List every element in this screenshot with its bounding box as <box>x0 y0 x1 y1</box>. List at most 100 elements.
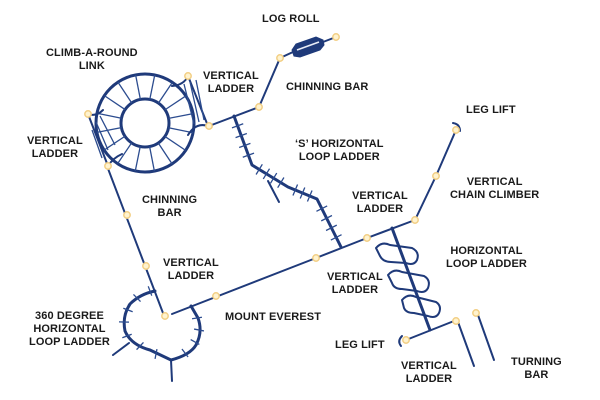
climb-a-round-rung <box>157 81 173 104</box>
360-loop-rung <box>191 316 203 320</box>
climb-a-round-rung <box>117 81 133 104</box>
360-loop-leg-left <box>112 342 130 356</box>
360-loop-rung <box>193 328 205 332</box>
chinning-bar-top <box>258 57 281 108</box>
label-chinning-bar-left: CHINNING BAR <box>142 194 198 219</box>
climb-a-round-outer-ring <box>94 72 196 174</box>
360-loop-rung <box>181 348 189 358</box>
climb-a-round-right-wing <box>171 75 209 136</box>
s-ladder-rung <box>320 214 333 222</box>
climb-a-round-rung <box>164 135 187 151</box>
connector-node <box>184 72 192 80</box>
connector-node <box>205 122 213 130</box>
label-vertical-ladder-bottom: VERTICAL LADDER <box>401 360 457 385</box>
label-mount-everest: MOUNT EVEREST <box>225 311 322 323</box>
label-vertical-ladder-left: VERTICAL LADDER <box>27 135 83 160</box>
s-ladder-rung <box>231 123 244 129</box>
connector-node <box>276 54 284 62</box>
s-ladder-rung <box>277 177 285 189</box>
chinning-bar-left <box>106 165 164 314</box>
connector-node <box>161 312 169 320</box>
connector-node <box>142 262 150 270</box>
connector-node <box>452 126 460 134</box>
s-ladder-rung <box>306 190 313 202</box>
connector-node <box>432 172 440 180</box>
s-ladder-spine <box>232 114 343 249</box>
360-loop-rung <box>122 333 132 339</box>
climb-a-round-inner-ring <box>119 97 171 149</box>
label-vertical-ladder-top: VERTICAL LADDER <box>203 70 259 95</box>
mount-everest-beam <box>171 257 317 315</box>
climb-a-round-link <box>87 72 209 174</box>
climb-a-round-rung <box>149 74 156 100</box>
label-leg-lift-bottom: LEG LIFT <box>335 339 385 351</box>
s-ladder-leg <box>267 180 280 203</box>
label-turning-bar: TURNING BAR <box>511 356 562 381</box>
log-roll-drum <box>291 36 325 58</box>
climb-a-round-rung <box>117 142 133 165</box>
connector-node <box>472 309 480 317</box>
horizontal-loop-1 <box>375 242 419 265</box>
360-degree-loop-ladder <box>112 286 205 382</box>
label-horizontal-loop-ladder: HORIZONTAL LOOP LADDER <box>446 245 527 270</box>
s-horizontal-loop-ladder <box>231 114 343 249</box>
connector-node <box>312 254 320 262</box>
turning-bar <box>477 314 495 361</box>
label-vertical-ladder-mid: VERTICAL LADDER <box>163 257 219 282</box>
s-ladder-rungs <box>231 123 342 241</box>
s-ladder-rung <box>316 205 328 212</box>
360-loop-rung <box>147 286 153 296</box>
leg-lift-bottom-handle <box>398 335 403 347</box>
climb-a-round-rung <box>157 142 173 165</box>
label-360-degree-loop-ladder: 360 DEGREE HORIZONTAL LOOP LADDER <box>29 310 110 348</box>
vertical-ladder-bottom-beam <box>405 320 455 341</box>
s-ladder-rung <box>325 224 338 232</box>
connector-node <box>402 336 410 344</box>
horizontal-loop-3 <box>401 294 441 318</box>
connector-node <box>452 317 460 325</box>
label-vertical-ladder-lower: VERTICAL LADDER <box>327 271 383 296</box>
360-loop-rung <box>190 338 200 346</box>
s-ladder-rung <box>242 152 255 158</box>
connector-node <box>411 216 419 224</box>
connector-node <box>212 292 220 300</box>
label-vertical-chain-climber: VERTICAL CHAIN CLIMBER <box>450 176 540 201</box>
climb-a-round-rung <box>96 126 122 134</box>
turning-bars <box>457 314 495 367</box>
log-roll-highlight <box>296 41 320 51</box>
climb-a-round-rungs <box>96 74 194 172</box>
climb-a-round-right-wing-rungs <box>183 79 205 125</box>
climb-a-round-left-wing <box>87 109 123 167</box>
s-ladder-rung <box>238 142 251 149</box>
s-ladder-rung <box>330 234 342 241</box>
s-ladder-rung <box>235 132 248 139</box>
climb-a-round-rung <box>168 112 194 120</box>
connector-node <box>84 110 92 118</box>
left-column <box>106 165 164 314</box>
label-vertical-ladder-center: VERTICAL LADDER <box>352 190 408 215</box>
label-chinning-bar-top: CHINNING BAR <box>286 81 369 93</box>
horizontal-loop-2 <box>387 269 430 293</box>
360-loop-ladder-rungs <box>118 286 205 360</box>
label-s-horizontal-loop-ladder: ‘S’ HORIZONTAL LOOP LADDER <box>295 138 384 163</box>
360-loop-rung <box>133 294 141 302</box>
s-ladder-rung <box>269 172 278 184</box>
connector-node <box>363 234 371 242</box>
climb-a-round-rung <box>164 95 187 111</box>
horizontal-loop-ladder <box>375 226 455 347</box>
connector-node <box>332 33 340 41</box>
360-loop-rung <box>123 307 133 313</box>
connector-node <box>104 162 112 170</box>
s-ladder-rung <box>255 163 263 175</box>
climb-a-round-rung <box>134 74 142 100</box>
label-climb-a-round-link: CLIMB-A-ROUND LINK <box>46 47 138 72</box>
s-ladder-rung <box>299 187 306 199</box>
horizontal-loop-ladder-spine <box>390 226 432 332</box>
360-loop-ladder-arc <box>122 289 202 362</box>
s-ladder-rung <box>292 184 299 196</box>
connector-node <box>123 211 131 219</box>
360-loop-rung <box>136 341 144 351</box>
360-loop-leg-bottom <box>170 359 173 382</box>
climb-a-round-left-wing-rungs <box>91 115 116 159</box>
